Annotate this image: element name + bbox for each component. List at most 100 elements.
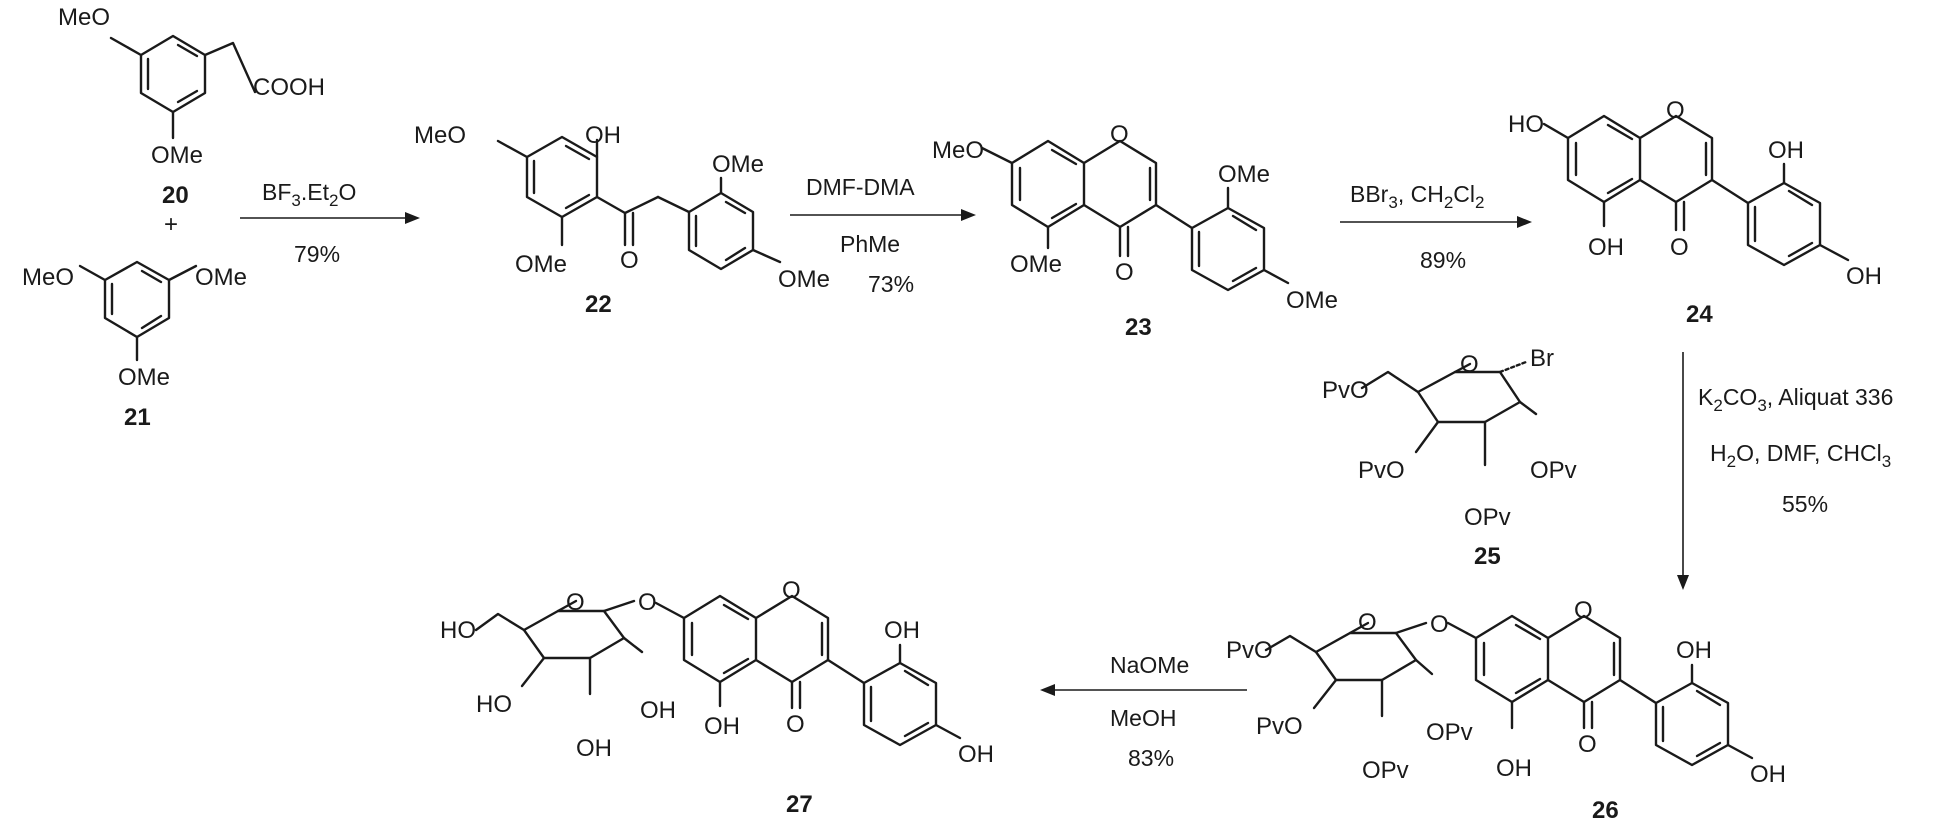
c25-br-label: Br <box>1530 345 1554 372</box>
c26-opv-right-label: OPv <box>1426 719 1473 746</box>
c27-oh-c5-label: OH <box>704 713 740 740</box>
arrow-2-reagent: DMF-DMA <box>806 174 915 200</box>
arrow-5-yield: 83% <box>1128 745 1174 771</box>
c26-ring-b <box>1654 681 1730 767</box>
c27-o-keto-label: O <box>786 711 805 738</box>
c23-meo-label: MeO <box>932 137 984 164</box>
c26-ring-a <box>1474 614 1550 704</box>
c24-ring-b <box>1746 181 1822 267</box>
c23-o-ring-label: O <box>1110 121 1129 148</box>
c27-o-ring2-label: O <box>782 577 801 604</box>
compound-26: PvO O O PvO OPv OPv O OH O OH OH 26 <box>1226 597 1786 823</box>
c21-ome-bottom-label: OMe <box>118 364 170 391</box>
c20-meo-label: MeO <box>58 4 110 31</box>
c27-number: 27 <box>786 791 813 818</box>
c23-ome-para-label: OMe <box>1286 287 1338 314</box>
c22-ring-b <box>687 191 755 271</box>
arrow-3: BBr3, CH2Cl2 89% <box>1340 181 1532 273</box>
c25-opv-right-label: OPv <box>1530 457 1577 484</box>
arrow-4-solvent: H2O, DMF, CHCl3 <box>1710 440 1891 471</box>
c26-oh-para-label: OH <box>1750 761 1786 788</box>
c21-ring <box>103 260 171 339</box>
c24-oh-top-label: OH <box>1768 137 1804 164</box>
c22-number: 22 <box>585 291 612 318</box>
c25-opv-bottom-label: OPv <box>1464 504 1511 531</box>
c26-opv-bottom-label: OPv <box>1362 757 1409 784</box>
arrow-3-yield: 89% <box>1420 247 1466 273</box>
c26-o-link-label: O <box>1430 611 1449 638</box>
arrow-2: DMF-DMA PhMe 73% <box>790 174 976 297</box>
c26-oh-bottom-label: OH <box>1496 755 1532 782</box>
compound-20: MeO COOH OMe 20 <box>58 4 325 209</box>
c23-ring-c <box>1082 139 1158 229</box>
compound-27: HO O O HO OH OH O OH O OH OH 27 <box>440 577 994 818</box>
compound-22: MeO OH OMe O OMe OMe 22 <box>414 122 830 318</box>
c27-oh-bottom-label: OH <box>576 735 612 762</box>
c26-pyranose-ring <box>1314 631 1418 682</box>
arrow-5: NaOMe MeOH 83% <box>1040 652 1247 771</box>
c27-oh-right-label: OH <box>640 697 676 724</box>
plus-sign: + <box>164 211 178 238</box>
c23-ring-a <box>1010 139 1086 229</box>
c27-o-link-label: O <box>638 589 657 616</box>
c27-o-ring-label: O <box>566 589 585 616</box>
c24-ho-label: HO <box>1508 111 1544 138</box>
c27-oh-top-label: OH <box>884 617 920 644</box>
c20-cooh-label: COOH <box>253 74 325 101</box>
c25-number: 25 <box>1474 543 1501 570</box>
c27-ho-top-label: HO <box>440 617 476 644</box>
c22-o-label: O <box>620 247 639 274</box>
c23-number: 23 <box>1125 314 1152 341</box>
c26-o-ring-label: O <box>1358 609 1377 636</box>
c21-ome-right-label: OMe <box>195 264 247 291</box>
c22-ring-a <box>525 135 599 219</box>
c26-ring-c <box>1546 614 1622 704</box>
arrow-4: K2CO3, Aliquat 336 H2O, DMF, CHCl3 55% <box>1677 352 1893 590</box>
c26-number: 26 <box>1592 797 1619 823</box>
c26-oh-top-label: OH <box>1676 637 1712 664</box>
arrow-4-reagent: K2CO3, Aliquat 336 <box>1698 384 1893 415</box>
arrow-1-reagent: BF3.Et2O <box>262 179 356 210</box>
compound-23: MeO O OMe O OMe OMe 23 <box>932 121 1338 341</box>
c27-ring-b <box>862 661 938 747</box>
c24-ring-c <box>1638 114 1714 204</box>
arrow-2-solvent: PhMe <box>840 231 900 257</box>
c20-number: 20 <box>162 182 189 209</box>
c24-oh-bottom-label: OH <box>1588 234 1624 261</box>
c26-pvo-top-label: PvO <box>1226 637 1273 664</box>
c23-o-keto-label: O <box>1115 259 1134 286</box>
c20-ome-label: OMe <box>151 142 203 169</box>
c25-pvo-left-label: PvO <box>1358 457 1405 484</box>
compound-25: PvO O Br PvO OPv OPv 25 <box>1322 345 1577 570</box>
arrow-3-reagent: BBr3, CH2Cl2 <box>1350 181 1484 212</box>
c26-o-ring2-label: O <box>1574 597 1593 624</box>
c22-ome-bottom-label: OMe <box>515 251 567 278</box>
compound-21: MeO OMe OMe 21 <box>22 260 247 431</box>
arrow-5-reagent: NaOMe <box>1110 652 1189 678</box>
c26-pvo-left-label: PvO <box>1256 713 1303 740</box>
c27-ring-a <box>682 594 758 684</box>
c24-oh-para-label: OH <box>1846 263 1882 290</box>
c22-ome-top-label: OMe <box>712 151 764 178</box>
c27-ring-c <box>754 594 830 684</box>
c22-oh-label: OH <box>585 122 621 149</box>
c25-o-ring-label: O <box>1460 351 1479 378</box>
c23-ome-bottom-label: OMe <box>1010 251 1062 278</box>
c24-o-keto-label: O <box>1670 234 1689 261</box>
c27-pyranose-ring <box>522 609 626 660</box>
c22-meo-label: MeO <box>414 122 466 149</box>
arrow-1: BF3.Et2O 79% <box>240 179 420 267</box>
c23-ome-top-label: OMe <box>1218 161 1270 188</box>
arrow-1-yield: 79% <box>294 241 340 267</box>
c24-o-ring-label: O <box>1666 97 1685 124</box>
c21-meo-label: MeO <box>22 264 74 291</box>
c27-oh-para-label: OH <box>958 741 994 768</box>
c24-number: 24 <box>1686 301 1713 328</box>
c27-ho-left-label: HO <box>476 691 512 718</box>
c20-ring <box>139 34 207 114</box>
c25-pvo-top-label: PvO <box>1322 377 1369 404</box>
c21-number: 21 <box>124 404 151 431</box>
c24-ring-a <box>1566 114 1642 204</box>
arrow-4-yield: 55% <box>1782 491 1828 517</box>
